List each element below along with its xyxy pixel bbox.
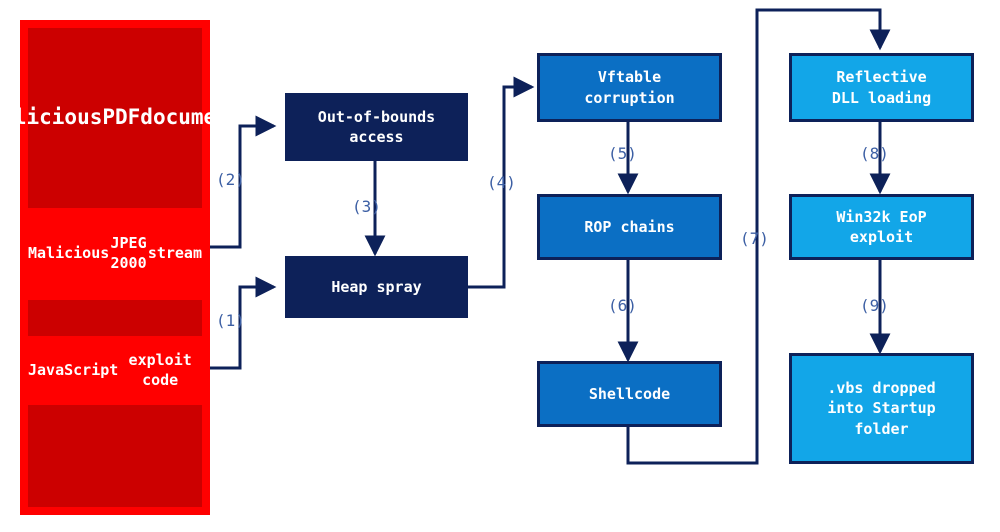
win32k-line-1: Win32k EoP	[836, 207, 927, 226]
oob-line-2: access	[349, 128, 404, 146]
pdf-filler-band-bottom	[28, 405, 202, 507]
step-label-5: (5)	[608, 144, 637, 163]
pdf-title-line-2: PDF	[102, 105, 141, 130]
malicious-pdf-document: Malicious PDF document Malicious JPEG 20…	[0, 20, 241, 515]
pdf-component-jpeg2000: Malicious JPEG 2000 stream	[28, 208, 202, 300]
vftable-line-2: corruption	[584, 88, 675, 107]
vbs-line-1: .vbs dropped	[827, 379, 936, 398]
stage-vbs-dropped-startup[interactable]: .vbs dropped into Startup folder	[789, 353, 974, 464]
step-label-7: (7)	[740, 229, 769, 248]
jpeg2000-line-1: Malicious	[28, 244, 110, 263]
javascript-line-2: exploit code	[128, 350, 192, 389]
stage-rop-chains[interactable]: ROP chains	[537, 194, 722, 260]
vbs-line-2: into Startup	[827, 399, 936, 418]
reflective-line-2: DLL loading	[831, 88, 932, 107]
vbs-line-3: folder	[854, 419, 909, 438]
stage-heap-spray[interactable]: Heap spray	[285, 256, 468, 318]
step-label-6: (6)	[608, 296, 637, 315]
step-label-9: (9)	[860, 296, 889, 315]
stage-win32k-eop-exploit[interactable]: Win32k EoP exploit	[789, 194, 974, 260]
rop-line-1: ROP chains	[584, 217, 675, 236]
javascript-line-1: JavaScript	[28, 360, 119, 379]
heapspray-line-1: Heap spray	[331, 277, 422, 296]
win32k-line-2: exploit	[849, 228, 914, 246]
stage-reflective-dll-loading[interactable]: Reflective DLL loading	[789, 53, 974, 122]
pdf-title-line-3: document	[140, 105, 242, 130]
step-label-1: (1)	[216, 311, 245, 330]
jpeg2000-line-2: JPEG 2000	[110, 234, 147, 272]
pdf-title-line-1: Malicious	[0, 105, 103, 130]
step-label-4: (4)	[487, 173, 516, 192]
step-label-3: (3)	[352, 197, 381, 216]
jpeg2000-line-3: stream	[147, 244, 202, 263]
step-label-2: (2)	[216, 170, 245, 189]
shellcode-line-1: Shellcode	[588, 384, 671, 403]
stage-out-of-bounds-access[interactable]: Out-of-bounds access	[285, 93, 468, 161]
oob-line-1: Out-of-bounds	[317, 107, 436, 126]
step-label-8: (8)	[860, 144, 889, 163]
pdf-document-title: Malicious PDF document	[0, 28, 241, 208]
reflective-line-1: Reflective	[836, 68, 927, 87]
pdf-filler-band-middle	[28, 300, 202, 336]
pdf-component-javascript: JavaScript exploit code	[28, 336, 202, 405]
stage-shellcode[interactable]: Shellcode	[537, 361, 722, 427]
vftable-line-1: Vftable	[597, 68, 662, 87]
stage-vftable-corruption[interactable]: Vftable corruption	[537, 53, 722, 122]
